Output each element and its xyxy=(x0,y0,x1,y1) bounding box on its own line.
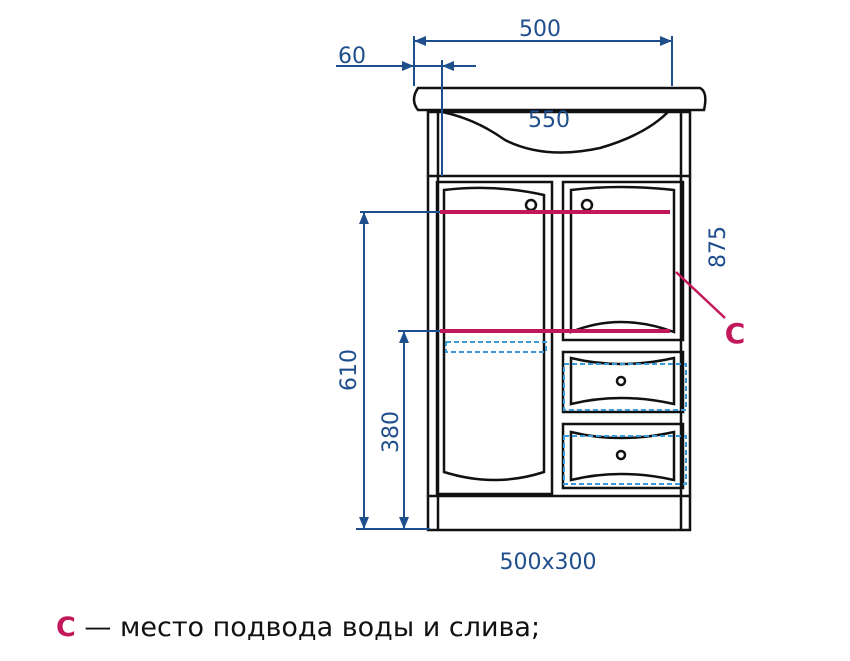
dim-total-height: 875 xyxy=(706,226,731,268)
legend-text: место подвода воды и слива; xyxy=(120,612,541,643)
left-door xyxy=(435,180,554,496)
connection-label-c: C xyxy=(725,317,746,350)
dim-height-upper: 610 xyxy=(337,349,362,391)
cabinet-body xyxy=(426,110,692,532)
arrow-380-top xyxy=(399,331,409,343)
dim-basin-width: 550 xyxy=(528,108,570,133)
arrow-610-top xyxy=(359,212,369,224)
arrow-380-bottom xyxy=(399,517,409,529)
legend-separator: — xyxy=(75,612,120,643)
left-door-panel xyxy=(442,186,546,482)
dimension-lines xyxy=(336,36,673,530)
basin-bowl xyxy=(429,108,669,154)
shelf-dashed-left xyxy=(445,341,547,353)
connection-leader xyxy=(675,271,726,319)
dim-height-lower: 380 xyxy=(379,411,404,453)
connection-lines xyxy=(440,210,670,333)
right-upper-door xyxy=(561,180,685,342)
arrow-60-left xyxy=(402,61,414,71)
drawer-1-knob xyxy=(615,375,627,387)
legend-key: C xyxy=(56,612,76,643)
drawer-2-knob xyxy=(615,449,627,461)
left-door-knob xyxy=(524,198,538,212)
drawer-1 xyxy=(561,350,685,414)
basin-outline xyxy=(412,86,707,112)
right-upper-door-knob xyxy=(580,198,594,212)
cabinet-drawing xyxy=(412,86,707,532)
dim-overall-width: 500 xyxy=(519,17,561,42)
arrow-60-right xyxy=(442,61,454,71)
shelf-dashed-drawer-2 xyxy=(563,435,687,485)
right-upper-door-panel xyxy=(569,185,676,334)
dimension-arrows xyxy=(359,36,672,529)
drawer-2-panel xyxy=(569,430,676,482)
arrow-610-bottom xyxy=(359,517,369,529)
legend-caption: C — место подвода воды и слива; xyxy=(56,612,540,643)
dim-base-size: 500x300 xyxy=(499,550,596,575)
shelf-dashed-drawer-1 xyxy=(563,363,687,411)
dashed-shelves xyxy=(445,341,687,485)
dim-offset: 60 xyxy=(338,44,366,69)
arrow-500-right xyxy=(660,36,672,46)
arrow-500-left xyxy=(414,36,426,46)
